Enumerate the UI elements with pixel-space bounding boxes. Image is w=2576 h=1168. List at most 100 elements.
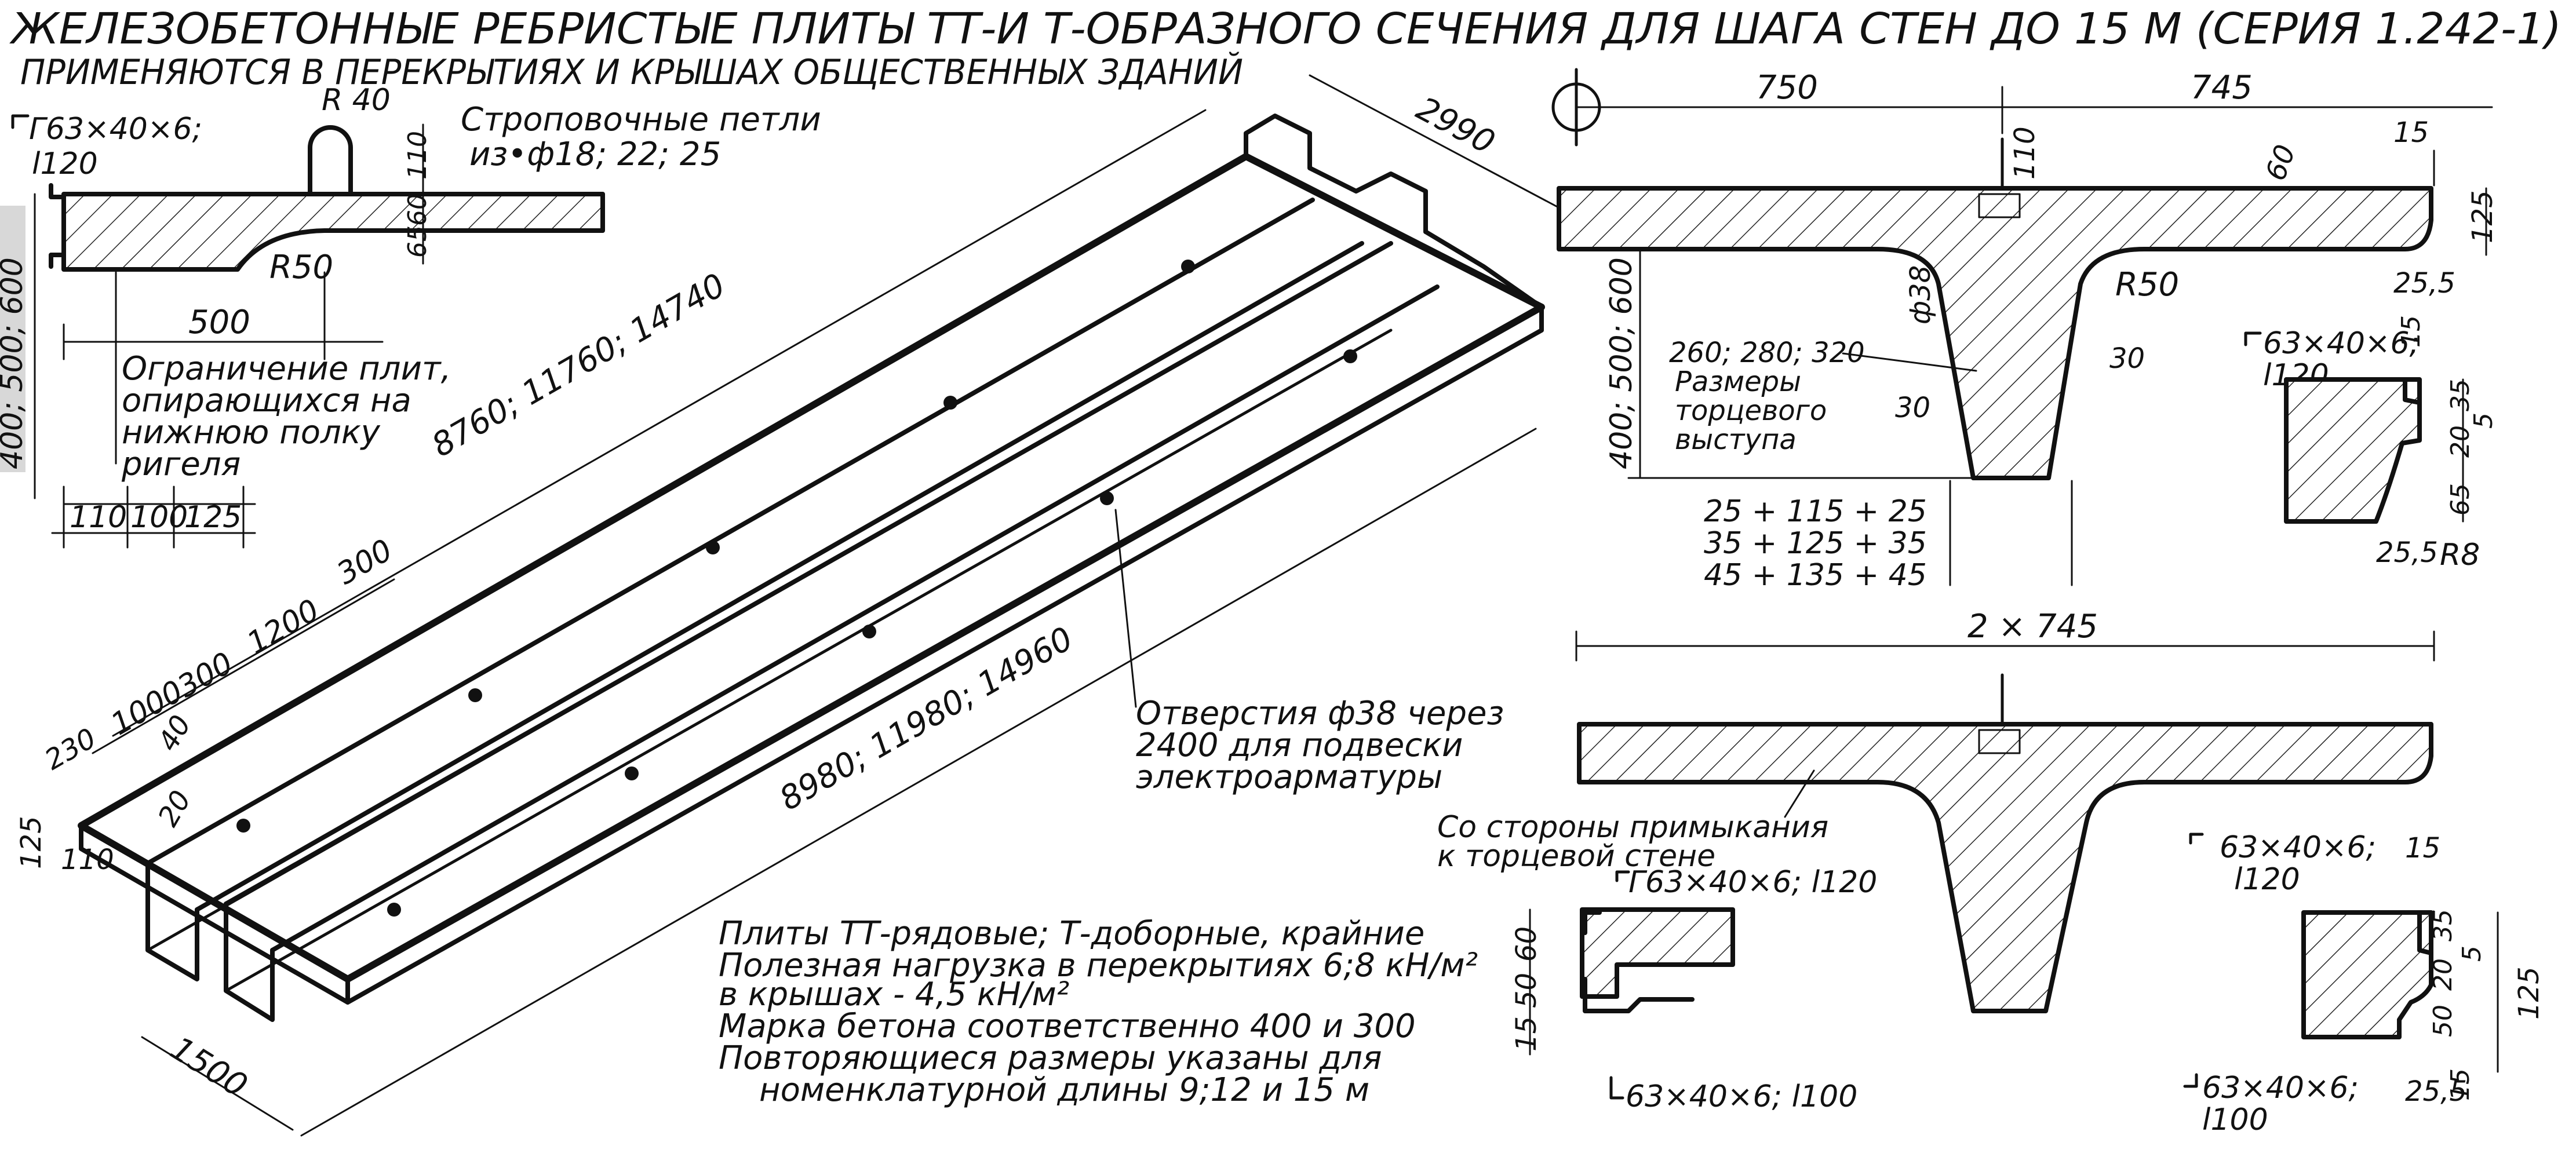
edge-top-dim-15: 15 [2396,315,2426,348]
support-dim-bottom-110: 110 [70,500,127,535]
dim-125-label: 125 [15,816,48,869]
support-heights-label: 400; 500; 600 [0,257,30,469]
tt-dim-745: 745 [2191,69,2253,107]
right-detail-dim-15: 15 [2405,832,2440,864]
tt-dim-110: 110 [2009,126,2041,180]
tt-ends-sizes: 260; 280; 320 [1669,337,1865,369]
right-detail-angle-bottom-length: l100 [2202,1103,2268,1137]
holes-note-3: электроарматуры [1136,758,1442,796]
support-slab-section [61,192,605,272]
tt-dim-750: 750 [1756,69,1818,107]
edge-top-dim-5: 5 [2469,413,2498,429]
t-wall-note-2: к торцевой стене [1437,839,1715,874]
right-detail-dim-20: 20 [2428,958,2458,991]
page-title: ЖЕЛЕЗОБЕТОННЫЕ РЕБРИСТЫЕ ПЛИТЫ ТТ-И Т-ОБ… [9,4,2562,54]
support-angle-length: l120 [32,147,98,181]
lifting-loop [308,125,353,196]
edge-top-angle: 63×40×6; [2263,326,2420,361]
right-detail-dim-5: 5 [2457,946,2487,962]
t-wall-note-1: Со стороны примыкания [1437,810,1828,845]
dim-110-label: 110 [61,844,114,876]
edge-detail-top: 63×40×6; l120 15 35 5 20 65 25,5 R8 [2244,315,2498,572]
t-width-label: 2 × 745 [1967,608,2098,645]
edge-top-dim-25-5: 25,5 [2376,536,2438,569]
support-dim-65: 65 [403,225,432,258]
dim-230-label: 230 [39,722,101,776]
edge-top-profile [2284,377,2422,524]
dim-20-label: 20 [152,785,198,832]
tt-dim-30-right: 30 [2109,342,2145,375]
note-line-1: Плиты ТТ-рядовые; Т-доборные, крайние [719,915,1424,952]
tt-hole-label: ф38 [1904,265,1937,324]
t-section-profile [1577,722,2433,1013]
edge-top-dim-20: 20 [2446,425,2475,458]
loop-note-line-1: Строповочные петли [461,101,821,138]
tt-dim-125: 125 [2466,190,2499,243]
support-fillet-label: R50 [269,249,333,286]
support-dim-110: 110 [403,131,432,180]
tt-rib-width-2: 35 + 125 + 35 [1704,526,1927,561]
left-detail-angle-top: Г63×40×6; l120 [1628,865,1877,900]
left-detail-profile [1580,907,1735,999]
hanger-holes [236,260,1357,917]
tt-dim-30-left: 30 [1895,392,1930,424]
note-line-6: номенклатурной длины 9;12 и 15 м [759,1071,1369,1109]
tt-cross-section: 750 745 15 125 60 110 ф38 R50 25,5 30 30… [1551,68,2499,593]
edge-top-dim-35: 35 [2446,379,2475,411]
support-detail: Г63×40×6; l120 R 40 Строповочные петли и… [0,83,821,549]
general-notes: Плиты ТТ-рядовые; Т-доборные, крайние По… [719,915,1478,1109]
page-subtitle: ПРИМЕНЯЮТСЯ В ПЕРЕКРЫТИЯХ И КРЫШАХ ОБЩЕС… [20,52,1243,93]
tt-rib-width-3: 45 + 135 + 45 [1704,558,1927,593]
tt-ends-note-3: выступа [1675,424,1797,456]
note-line-2: Полезная нагрузка в перекрытиях 6;8 кН/м… [719,947,1478,984]
tt-dim-15: 15 [2393,116,2429,149]
right-detail-dim-125: 125 [2513,966,2545,1020]
support-angle-label: Г63×40×6; [29,112,202,147]
left-edge-detail: Г63×40×6; l120 60 50 15 63×40×6; l100 [1510,865,1877,1114]
note-line-3: в крышах - 4,5 кН/м² [719,976,1069,1013]
right-detail-dim-15b: 15 [2446,1068,2475,1101]
left-detail-dim-60: 60 [1510,926,1543,962]
tt-heights-label: 400; 500; 600 [1604,257,1639,469]
tt-dim-25-5: 25,5 [2393,267,2455,300]
width-1500-label: 1500 [164,1030,254,1105]
note-line-5: Повторяющиеся размеры указаны для [719,1039,1382,1077]
support-dim-bottom-100: 100 [130,500,188,535]
support-dim-60: 60 [403,194,432,226]
note-line-4: Марка бетона соответственно 400 и 300 [719,1008,1416,1045]
restriction-note-2: опирающихся на [122,382,411,419]
tt-ends-note-1: Размеры [1675,366,1801,398]
tt-fillet-label: R50 [2115,266,2179,304]
right-detail-angle-top: 63×40×6; [2220,830,2376,865]
right-detail-angle-bottom: 63×40×6; [2202,1071,2359,1105]
left-detail-dim-50: 50 [1510,973,1543,1008]
tt-section-profile [1557,186,2433,480]
left-detail-angle-bottom: 63×40×6; l100 [1626,1079,1857,1114]
loop-radius-label: R 40 [322,83,391,118]
restriction-note-4: ригеля [121,446,241,483]
right-detail-angle-top-length: l120 [2234,862,2300,897]
right-detail-dim-35: 35 [2428,909,2458,941]
left-detail-dim-15: 15 [1510,1016,1543,1052]
tt-ends-note-2: торцевого [1675,395,1827,427]
tt-rib-width-1: 25 + 115 + 25 [1704,494,1927,529]
right-detail-profile [2301,910,2433,1039]
restriction-note-3: нижнюю полку [122,414,381,451]
t-cross-section: 2 × 745 Со стороны примыкания к торцевой… [1437,608,2435,1013]
right-detail-dim-50: 50 [2428,1005,2458,1037]
right-detail-dim-25-5: 25,5 [2405,1075,2467,1108]
spacing-1200: 1200 [242,593,326,661]
loop-note-line-2: из•ф18; 22; 25 [469,136,721,173]
restriction-note-1: Ограничение плит, [122,350,451,388]
right-edge-detail: 63×40×6; l120 15 35 5 20 50 125 25,5 15 … [2183,830,2545,1137]
width-2990-label: 2990 [1410,90,1500,162]
support-dim-bottom-125: 125 [184,500,242,535]
holes-note-2: 2400 для подвески [1136,727,1463,764]
inner-length-label: 8760; 11760; 14740 [426,267,732,465]
edge-top-radius: R8 [2440,538,2480,572]
support-dim-500: 500 [188,304,250,341]
tt-dim-60: 60 [2260,141,2302,185]
holes-note-1: Отверстия ф38 через [1136,695,1504,732]
edge-top-dim-65: 65 [2446,483,2475,516]
